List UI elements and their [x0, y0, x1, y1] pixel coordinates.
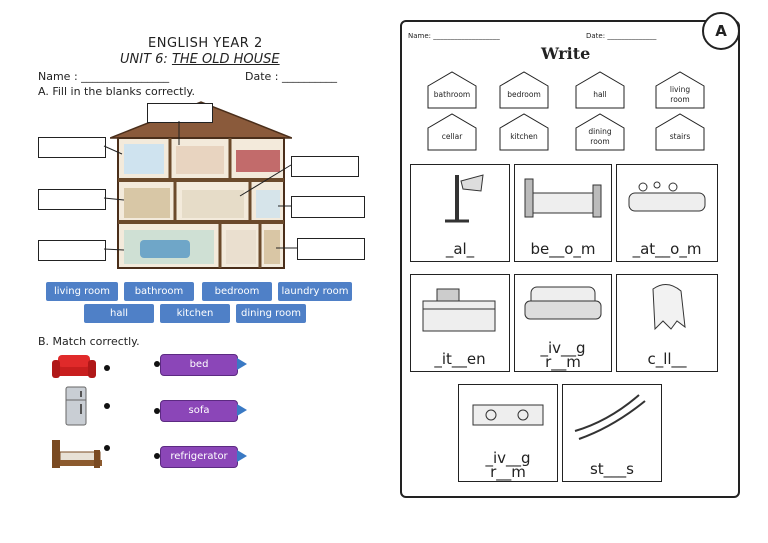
date-line: Date : __________ — [245, 70, 337, 83]
match-word-bed: bed — [160, 354, 238, 376]
blank-box-1[interactable] — [147, 103, 213, 123]
decorative-frame — [400, 20, 740, 498]
arrow-icon — [237, 450, 247, 462]
house-outline-icon — [575, 71, 625, 109]
match-word-sofa: sofa — [160, 400, 238, 422]
worksheet-left: ENGLISH YEAR 2 UNIT 6: THE OLD HOUSE Nam… — [0, 0, 380, 543]
picture-card-7: _iv__g r__m — [458, 384, 558, 482]
worksheet-title: ENGLISH YEAR 2 — [148, 36, 263, 51]
match-dot-left-3[interactable] — [104, 445, 110, 451]
word-house-cellar: cellar — [424, 112, 480, 152]
ghost-icon — [652, 284, 686, 331]
arrow-icon — [237, 358, 247, 370]
house-outline-icon — [499, 113, 549, 151]
word-chip-bedroom: bedroom — [202, 282, 272, 301]
picture-card-5: _iv__g r__m — [514, 274, 612, 372]
section-b-instruction: B. Match correctly. — [38, 335, 140, 348]
staircase-icon — [574, 394, 646, 440]
name-line: Name : ________________ — [38, 70, 170, 83]
word-chip-dining-room: dining room — [236, 304, 306, 323]
picture-card-8: st___s — [562, 384, 662, 482]
match-dot-right-1[interactable] — [154, 361, 160, 367]
word-chip-bathroom: bathroom — [124, 282, 194, 301]
refrigerator-icon — [65, 386, 87, 426]
date-line: Date: ______________ — [586, 32, 657, 40]
word-house-kitchen: kitchen — [496, 112, 552, 152]
word-house-dining-room: dining room — [572, 112, 628, 152]
word-house-bathroom: bathroom — [424, 70, 480, 110]
section-a-instruction: A. Fill in the blanks correctly. — [38, 85, 195, 98]
picture-card-1: _al_ — [410, 164, 510, 262]
word-chip-living-room: living room — [46, 282, 118, 301]
picture-card-6: c_ll__ — [616, 274, 718, 372]
blank-box-6[interactable] — [38, 240, 106, 261]
sofa-icon — [52, 355, 96, 378]
word-chip-kitchen: kitchen — [160, 304, 230, 323]
bed-icon — [524, 178, 602, 218]
stove-icon — [422, 288, 496, 332]
worksheet-right: A Name: ___________________ Date: ______… — [386, 4, 752, 509]
picture-card-2: be__o_m — [514, 164, 612, 262]
dining-table-icon — [472, 404, 544, 426]
coat-rack-icon — [445, 174, 484, 223]
page-title: Write — [541, 44, 591, 63]
picture-card-3: _at__o_m — [616, 164, 718, 262]
blank-box-4[interactable] — [38, 189, 106, 210]
picture-card-4: _it__en — [410, 274, 510, 372]
match-dot-left-2[interactable] — [104, 403, 110, 409]
arrow-icon — [237, 404, 247, 416]
house-outline-icon — [499, 71, 549, 109]
house-outline-icon — [655, 113, 705, 151]
house-outline-icon — [575, 113, 625, 151]
blank-box-2[interactable] — [38, 137, 106, 158]
match-dot-right-2[interactable] — [154, 408, 160, 414]
word-house-stairs: stairs — [652, 112, 708, 152]
house-outline-icon — [427, 113, 477, 151]
blank-box-5[interactable] — [291, 196, 365, 218]
connector-lines — [103, 121, 297, 251]
house-outline-icon — [655, 71, 705, 109]
match-dot-left-1[interactable] — [104, 365, 110, 371]
blank-box-7[interactable] — [297, 238, 365, 260]
word-house-living-room: living room — [652, 70, 708, 110]
word-chip-hall: hall — [84, 304, 154, 323]
house-outline-icon — [427, 71, 477, 109]
worksheet-badge: A — [702, 12, 740, 50]
word-house-bedroom: bedroom — [496, 70, 552, 110]
bathtub-icon — [628, 181, 706, 212]
sofa-icon — [524, 286, 602, 320]
unit-title: UNIT 6: THE OLD HOUSE — [120, 52, 280, 67]
word-chip-laundry-room: laundry room — [278, 282, 352, 301]
match-dot-right-3[interactable] — [154, 453, 160, 459]
bed-icon — [52, 440, 102, 468]
match-word-refrigerator: refrigerator — [160, 446, 238, 468]
name-line: Name: ___________________ — [408, 32, 500, 40]
blank-box-3[interactable] — [291, 156, 359, 177]
word-house-hall: hall — [572, 70, 628, 110]
